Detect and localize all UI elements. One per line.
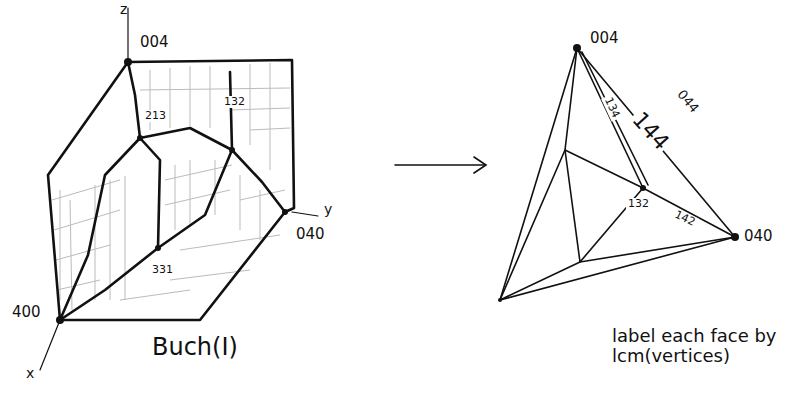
axis-label: z	[118, 2, 129, 17]
vertex-label: 040	[294, 226, 327, 243]
vertex-label: 132	[222, 96, 247, 108]
note-text: label each face by lcm(vertices)	[610, 326, 784, 366]
vertex-label: 213	[143, 110, 168, 122]
figure-title: Buch(I)	[150, 334, 240, 360]
staircase-edges	[40, 8, 318, 370]
axis-label: x	[24, 366, 36, 381]
edge-label: 044	[673, 86, 702, 117]
vertex-dots	[56, 58, 288, 324]
axis-label: y	[322, 202, 334, 217]
grid-lines	[52, 63, 290, 310]
vertex-label: 004	[138, 34, 171, 51]
vertex-label: 040	[742, 228, 775, 245]
vertex-label: 004	[588, 30, 621, 47]
vertex-dots	[498, 44, 739, 302]
tetrahedron-edges	[500, 48, 735, 300]
vertex-label: 400	[10, 304, 43, 321]
vertex-label: 331	[150, 264, 175, 276]
face-label: 144	[626, 106, 675, 156]
edge-label: 142	[671, 208, 699, 230]
vertex-label: 132	[626, 198, 651, 210]
transition-arrow	[395, 157, 486, 173]
